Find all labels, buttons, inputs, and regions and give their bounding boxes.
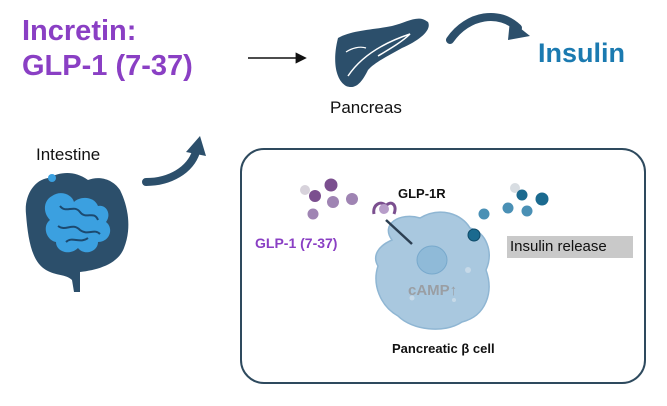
receptor-label: GLP-1R <box>398 186 446 201</box>
intestine-label: Intestine <box>36 145 101 164</box>
incretin-title-line2: GLP-1 (7-37) <box>22 50 193 82</box>
incretin-title-line1: Incretin: <box>22 15 137 47</box>
beta-cell <box>374 211 490 330</box>
pancreas-label: Pancreas <box>330 98 402 117</box>
curved-arrow-icon <box>446 12 530 44</box>
insulin-release-label: Insulin release <box>507 236 633 258</box>
pancreas-icon <box>335 18 429 88</box>
insulin-label: Insulin <box>538 38 625 68</box>
incretin-title: Incretin: GLP-1 (7-37) <box>22 14 193 84</box>
intestine-icon <box>25 173 129 292</box>
camp-label: cAMP↑ <box>408 282 458 299</box>
beta-cell-panel <box>240 148 646 384</box>
glp1-label: GLP-1 (7-37) <box>255 235 338 251</box>
receptor-icon <box>372 201 413 245</box>
cell-name-label: Pancreatic β cell <box>392 341 495 356</box>
glp1-molecules <box>300 178 358 220</box>
curved-arrow-icon <box>142 136 206 186</box>
insulin-granules <box>467 183 549 242</box>
